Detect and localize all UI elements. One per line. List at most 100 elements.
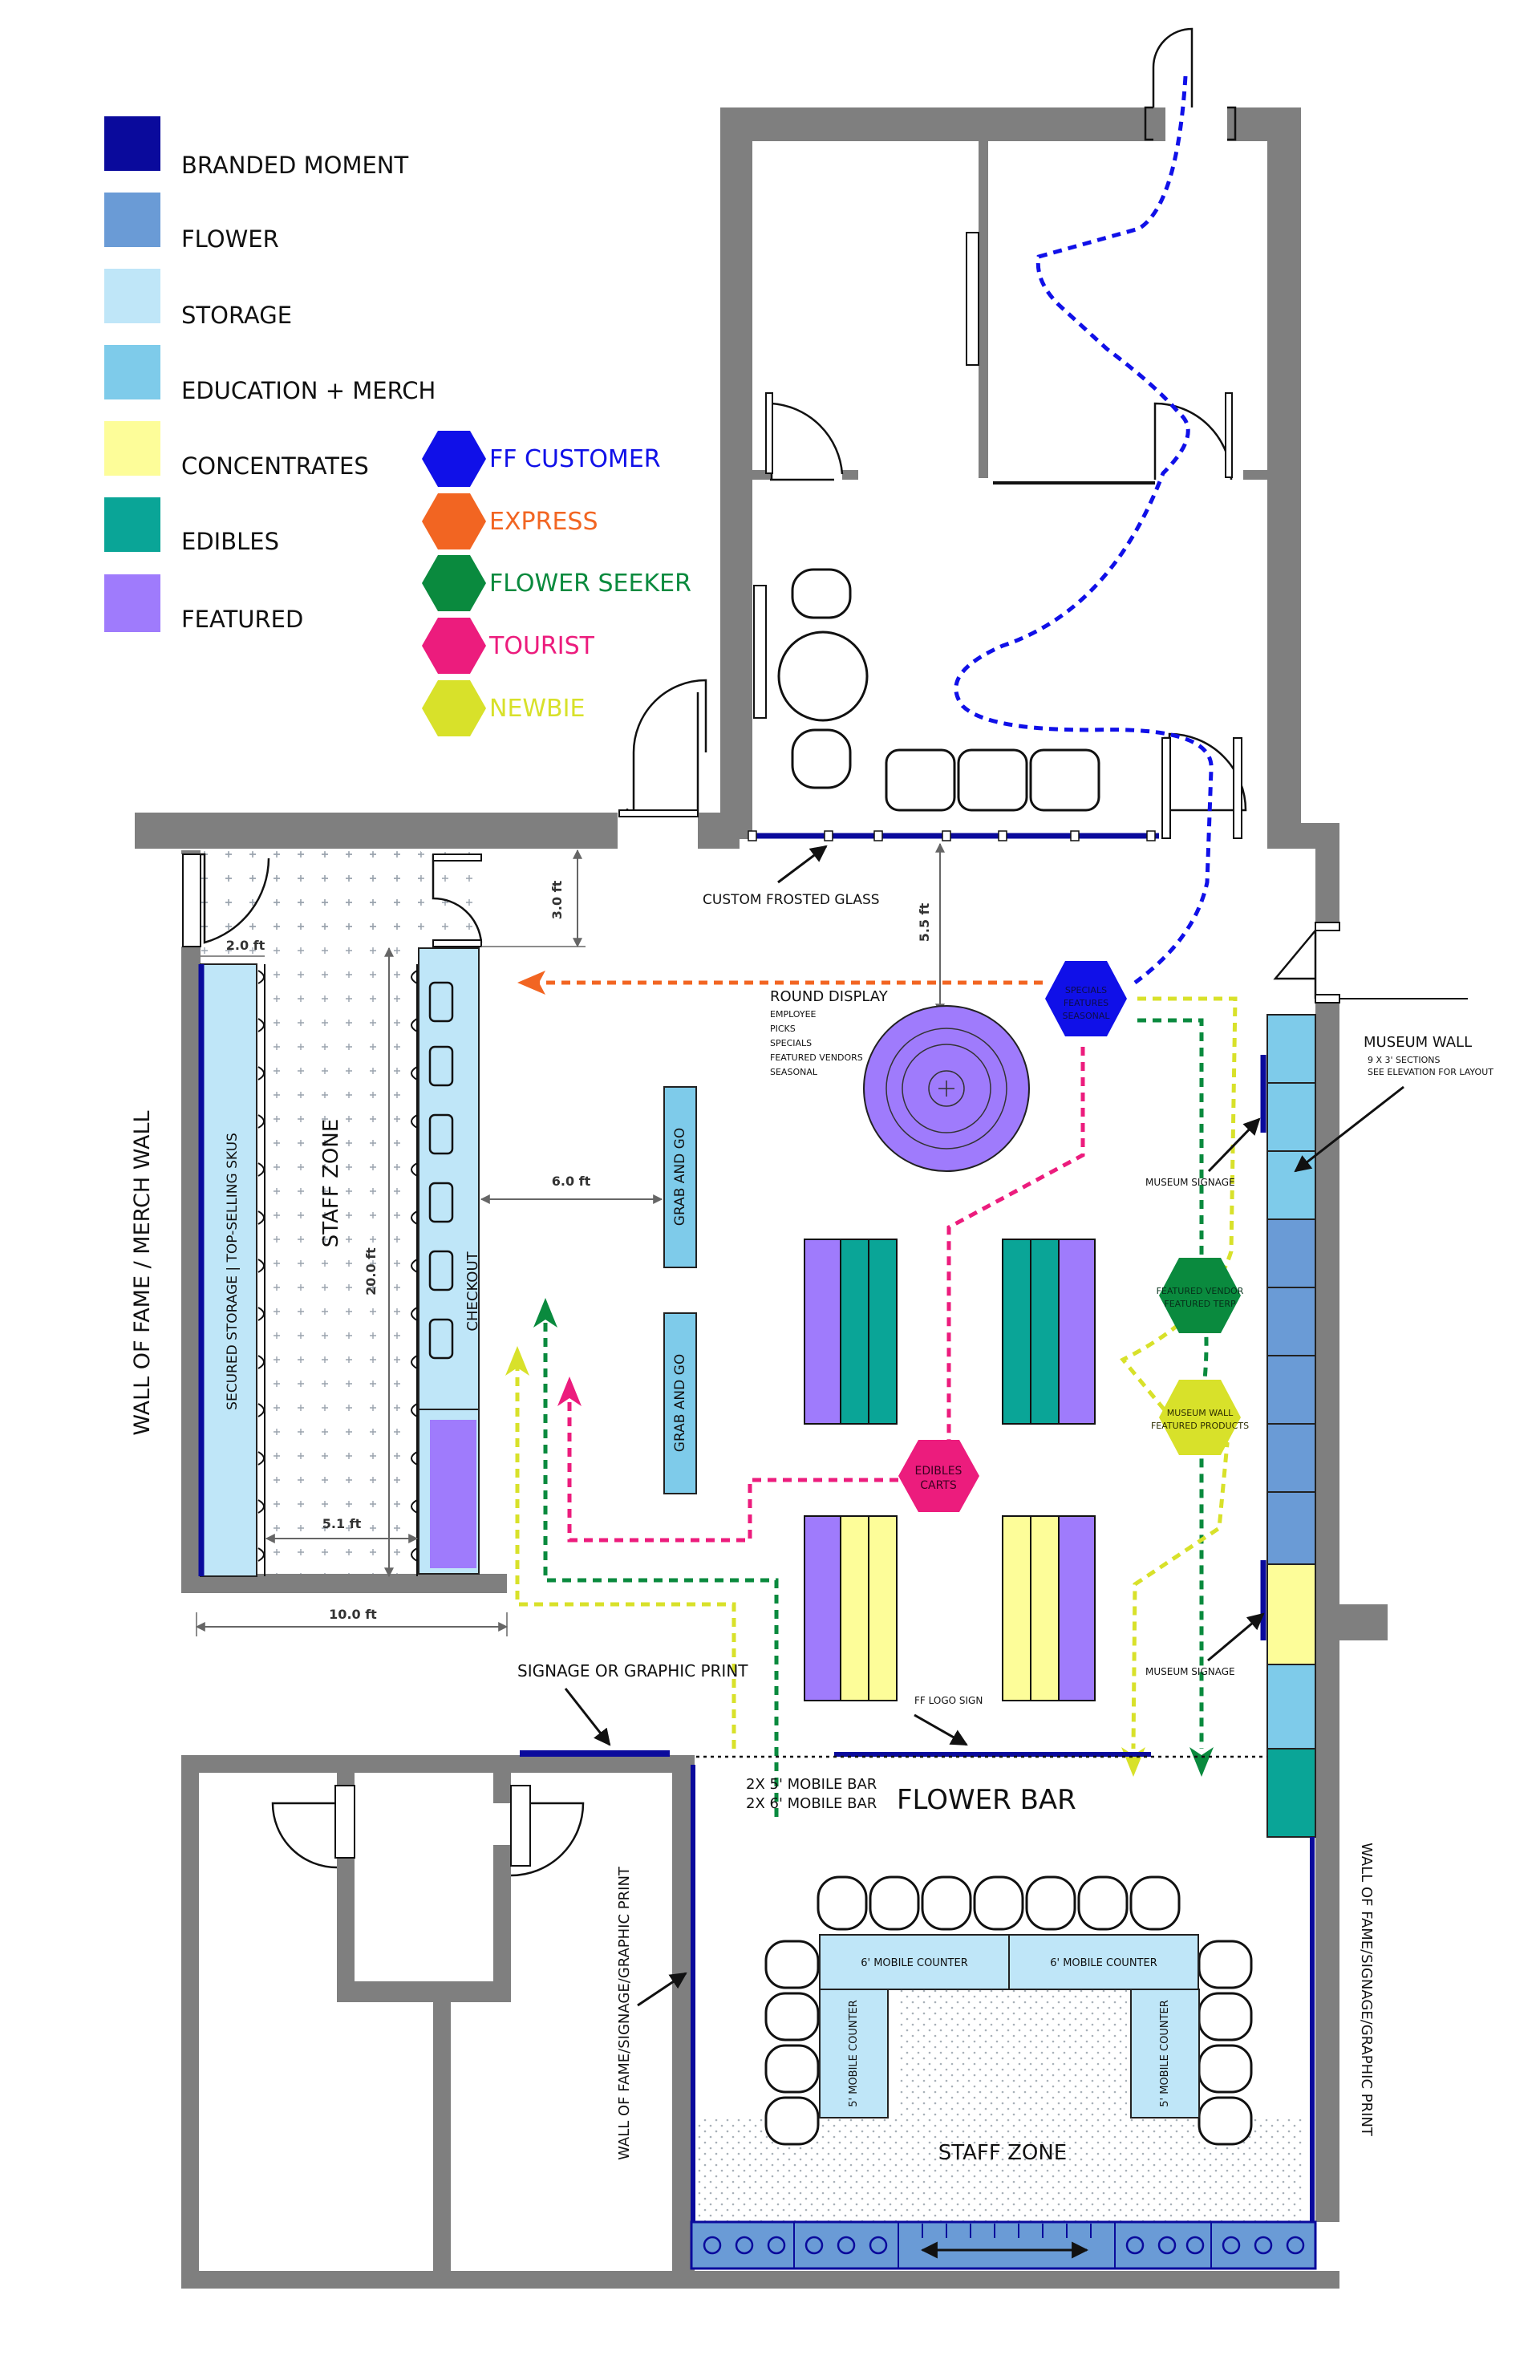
grab-and-go-2-label: GRAB AND GO	[672, 1354, 688, 1452]
arrowhead-express	[517, 971, 545, 995]
dim-3ft: 3.0 ft	[549, 880, 565, 919]
legend-label-concentrates: CONCENTRATES	[181, 452, 369, 480]
legend-personas: FF CUSTOMER EXPRESS FLOWER SEEKER TOURIS…	[422, 431, 691, 736]
swatch-education-merch	[104, 345, 160, 399]
register	[428, 981, 454, 1023]
wall	[1243, 470, 1267, 480]
door-left-upper	[770, 402, 844, 481]
bench-seat	[1029, 748, 1100, 812]
mobile-counter-5a	[819, 1989, 889, 2118]
museum-wall-label: MUSEUM WALL	[1364, 1034, 1472, 1051]
doors	[182, 27, 1468, 1877]
back-counter	[690, 2220, 1317, 2270]
swatch-featured	[104, 574, 160, 632]
chair	[791, 728, 852, 789]
legend-label-express: EXPRESS	[489, 508, 598, 536]
hex-museum-wall	[1159, 1380, 1241, 1455]
door-frame	[1315, 994, 1340, 1003]
museum-wall-note: SEE ELEVATION FOR LAYOUT	[1368, 1067, 1493, 1077]
wall-of-fame-right-label: WALL OF FAME/SIGNAGE/GRAPHIC PRINT	[1358, 1843, 1375, 2137]
register	[428, 1318, 454, 1360]
round-table	[777, 630, 869, 722]
museum-wall	[1260, 1014, 1316, 2222]
door-frame	[618, 809, 699, 817]
swatch-storage	[104, 269, 160, 323]
arrowhead-newbie	[505, 1346, 529, 1376]
round-display-item: PICKS	[770, 1024, 796, 1034]
door-frame	[432, 853, 482, 862]
round-display-item: FEATURED VENDORS	[770, 1052, 863, 1063]
door-frame	[432, 939, 482, 947]
wall	[181, 2271, 1339, 2289]
door-frame	[1315, 922, 1340, 931]
hex-express	[422, 493, 486, 549]
mobile-counter-6b	[1008, 1934, 1199, 1990]
legend-label-ff-customer: FF CUSTOMER	[489, 445, 661, 473]
legend-label-featured: FEATURED	[181, 606, 303, 633]
hex-museum-wall-line: FEATURED PRODUCTS	[1151, 1421, 1249, 1431]
round-display-item: EMPLOYEE	[770, 1009, 817, 1020]
wall	[135, 813, 618, 849]
door-main-entry	[626, 679, 707, 814]
path-tourist	[567, 1047, 1085, 1543]
legend-label-tourist: TOURIST	[488, 632, 595, 660]
wall	[698, 813, 740, 849]
wall	[493, 1755, 511, 1803]
arrowhead-tourist	[557, 1377, 582, 1406]
walls	[135, 107, 1388, 2289]
bar-stools-top	[817, 1875, 1181, 1931]
hex-featured-vendor-line: FEATURED TERP	[1164, 1299, 1236, 1309]
register	[428, 1250, 454, 1291]
bar-stools-left	[764, 1940, 820, 2146]
wall	[493, 1845, 511, 2002]
round-display-item: SPECIALS	[770, 1038, 812, 1048]
chair	[791, 568, 852, 619]
wall	[433, 1981, 451, 2274]
hex-ff-customer	[422, 431, 486, 487]
wall-of-fame-merch-label: WALL OF FAME / MERCH WALL	[130, 1110, 155, 1435]
hex-specials-line: FEATURES	[1064, 998, 1108, 1008]
hex-specials-line: SPECIALS	[1065, 985, 1107, 995]
grab-and-go-2	[663, 1312, 697, 1494]
mobile-counter-5b-label: 5' MOBILE COUNTER	[1159, 2000, 1171, 2107]
mobile-counter-5a-label: 5' MOBILE COUNTER	[848, 2000, 860, 2107]
door-right-side	[1273, 930, 1317, 999]
fixture-edibles-right	[1002, 1239, 1096, 1425]
legend-label-branded-moment: BRANDED MOMENT	[181, 152, 408, 179]
swatch-concentrates	[104, 421, 160, 476]
wall	[181, 1755, 695, 1773]
register	[428, 1045, 454, 1087]
signage-graphic-print-label: SIGNAGE OR GRAPHIC PRINT	[517, 1661, 748, 1681]
door-frame	[182, 853, 201, 947]
fixture-edibles-left	[804, 1239, 898, 1425]
ff-logo-sign-label: FF LOGO SIGN	[914, 1695, 983, 1706]
checkout-label: CHECKOUT	[464, 1251, 481, 1331]
swatch-flower	[104, 193, 160, 247]
wall	[1267, 107, 1301, 839]
fixture-concentrates-left	[804, 1515, 898, 1701]
wall	[720, 107, 752, 839]
door-bottom-left	[271, 1802, 338, 1869]
dim-2ft: 2.0 ft	[226, 938, 265, 953]
wall	[720, 107, 1165, 141]
arrowhead-flower-seeker-down	[1189, 1747, 1214, 1777]
secured-storage	[200, 963, 257, 1577]
door-bottom-mid	[510, 1802, 585, 1877]
dim-6ft: 6.0 ft	[552, 1174, 591, 1189]
bench-seat	[957, 748, 1028, 812]
checkout-counter	[418, 947, 480, 1410]
hex-edibles-carts-line: EDIBLES	[915, 1465, 962, 1478]
door-frame	[765, 392, 773, 474]
hex-edibles-carts	[898, 1440, 979, 1512]
door-frame	[334, 1785, 355, 1859]
door-frame	[1161, 737, 1171, 839]
register	[428, 1113, 454, 1155]
hex-specials	[1045, 961, 1127, 1036]
custom-frosted-glass-label: CUSTOM FROSTED GLASS	[703, 892, 880, 908]
legend-label-flower-seeker: FLOWER SEEKER	[489, 570, 691, 598]
mobile-counter-5b	[1130, 1989, 1200, 2118]
wall-of-fame-left-label: WALL OF FAME/SIGNAGE/GRAPHIC PRINT	[616, 1866, 633, 2160]
dim-10ft: 10.0 ft	[329, 1607, 377, 1622]
grab-and-go-1-label: GRAB AND GO	[672, 1128, 688, 1226]
center-displays: GRAB AND GO GRAB AND GO ROUND DISPLAY EM…	[663, 988, 1096, 1701]
